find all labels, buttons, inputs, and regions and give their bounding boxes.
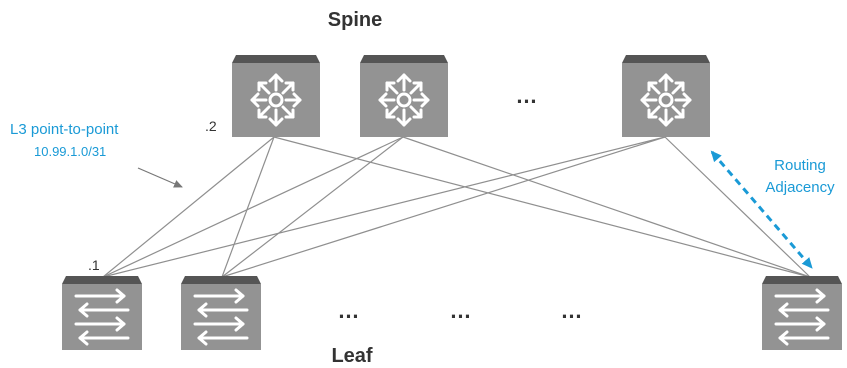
spine-ellipsis: … [516,83,541,108]
spine-address: .2 [205,118,217,134]
p2p-pointer-arrow [137,167,183,188]
spine-switch-2 [358,53,450,139]
link-leaf2-spine2 [221,136,404,278]
spine-switch-1 [230,53,322,139]
routing-adjacency-arrow [710,150,814,269]
leaf-switch-2 [179,274,263,352]
leaf-ellipsis-2: … [450,298,475,323]
leaf-address: .1 [88,257,100,273]
leaf-switch-1 [60,274,144,352]
link-leaf1-spine2 [102,136,404,278]
p2p-subnet: 10.99.1.0/31 [34,144,106,159]
leaf-ellipsis-3: … [561,298,586,323]
spine-title: Spine [328,9,382,31]
p2p-title: L3 point-to-point [10,121,119,138]
leaf-ellipsis-1: … [338,298,363,323]
link-leaf1-spine3 [102,136,666,278]
routing-label: Routing [774,157,826,174]
link-leaf1-spine1 [102,136,275,278]
spine-switch-3 [620,53,712,139]
link-leafN-spine2 [402,136,811,278]
leaf-switch-n [760,274,844,352]
link-leafN-spine1 [273,136,811,278]
fabric-links [102,136,811,278]
leaf-title: Leaf [331,345,372,367]
adjacency-label: Adjacency [765,179,835,196]
link-leaf2-spine3 [221,136,666,278]
link-leaf2-spine1 [221,136,275,278]
